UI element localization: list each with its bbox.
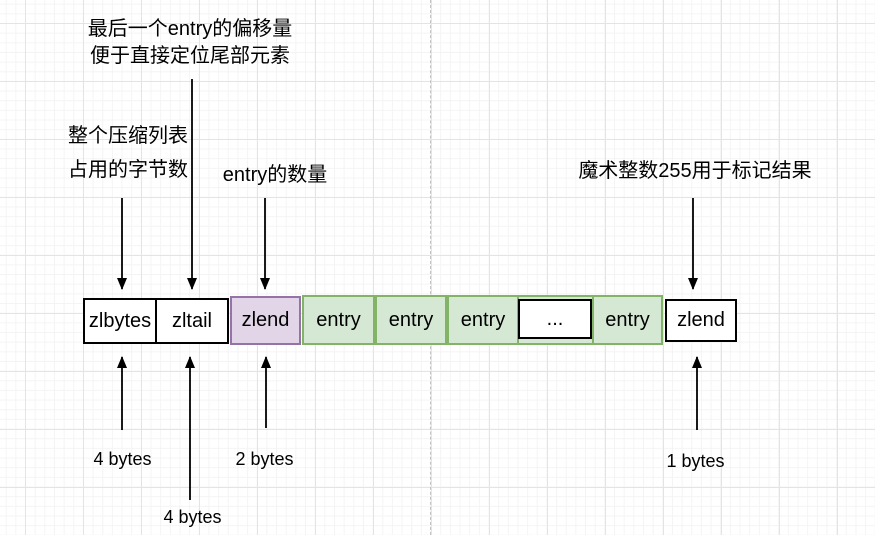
- size-label-zlbytes: 4 bytes: [93, 449, 152, 469]
- cell-zltail: zltail: [155, 298, 229, 344]
- page-boundary-dashed-line: [430, 0, 431, 535]
- note-zlbytes-line2: 占用的字节数: [68, 159, 188, 181]
- note-zlbytes-size: 整个压缩列表 占用的字节数: [28, 119, 228, 187]
- note-magic-255: 魔术整数255用于标记结果: [578, 160, 812, 182]
- cell-zlbytes: zlbytes: [83, 298, 157, 344]
- cell-entry-4: entry: [592, 295, 663, 345]
- size-label-zlend: 1 bytes: [666, 451, 725, 471]
- size-label-zllen: 2 bytes: [235, 449, 294, 469]
- note-zltail-offset: 最后一个entry的偏移量 便于直接定位尾部元素: [40, 16, 340, 70]
- cell-zlend-end: zlend: [665, 299, 737, 342]
- cell-zlend-count: zlend: [230, 296, 301, 345]
- note-zlbytes-line1: 整个压缩列表: [68, 125, 188, 147]
- cell-entry-1: entry: [302, 295, 375, 345]
- cell-entry-2: entry: [375, 295, 447, 345]
- note-zltail-line1: 最后一个entry的偏移量: [87, 18, 293, 40]
- entries-region: entry entry entry ... entry: [302, 295, 663, 345]
- cell-ellipsis: ...: [518, 299, 592, 339]
- size-label-zltail: 4 bytes: [163, 507, 222, 527]
- note-zltail-line2: 便于直接定位尾部元素: [90, 45, 290, 67]
- note-entry-count: entry的数量: [222, 164, 328, 186]
- cell-entry-3: entry: [447, 295, 519, 345]
